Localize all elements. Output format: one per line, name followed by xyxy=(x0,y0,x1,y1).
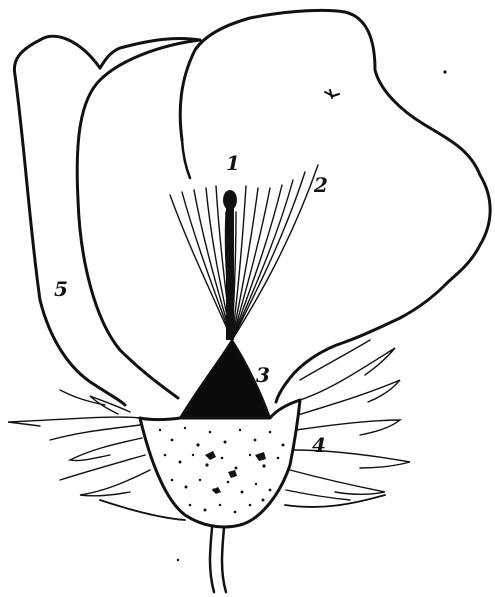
label-pistil: 1 xyxy=(226,151,240,175)
stray-mark xyxy=(325,90,339,98)
stray-dot xyxy=(443,70,446,73)
pistil-style xyxy=(226,200,234,340)
label-disc: 3 xyxy=(256,363,270,387)
label-sepals: 4 xyxy=(312,433,326,457)
petal-back-left xyxy=(14,36,125,405)
label-petal: 5 xyxy=(54,277,68,301)
petal-fold-line xyxy=(182,140,190,178)
label-stamens: 2 xyxy=(313,173,328,197)
pedicel xyxy=(210,528,226,592)
stray-dot-2 xyxy=(177,559,179,561)
bracts-left xyxy=(8,390,150,496)
pistil-stigma xyxy=(223,190,237,210)
calyx-cup xyxy=(140,400,300,527)
stamens xyxy=(170,165,318,340)
